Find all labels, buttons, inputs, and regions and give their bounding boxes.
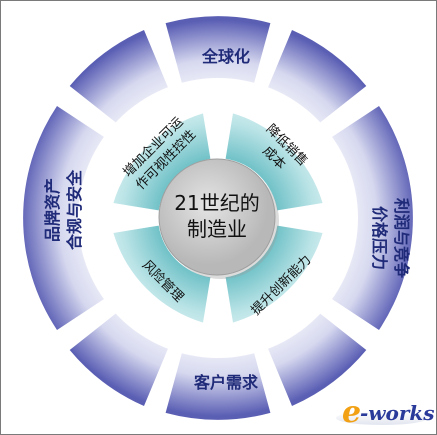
outer-label-bottom: 客户需求 bbox=[194, 373, 259, 392]
inner-ring bbox=[113, 113, 323, 323]
logo-text-works: -works bbox=[360, 401, 435, 425]
outer-label-right-line1: 利润与竞争 bbox=[392, 198, 411, 278]
inner-segment-top-left bbox=[113, 113, 211, 211]
outer-label-left-line1: 品牌资产 bbox=[43, 178, 62, 242]
eworks-logo: e -works bbox=[336, 395, 435, 430]
inner-segment-bottom-right bbox=[225, 225, 323, 323]
logo-letter-e: e bbox=[342, 395, 361, 430]
logo-swoosh bbox=[336, 411, 428, 425]
inner-segment-top-right bbox=[225, 113, 323, 211]
center-title-line2: 制造业 bbox=[187, 217, 247, 241]
outer-label-right-line2: 价格压力 bbox=[370, 206, 389, 270]
outer-label-left-line2: 合规与安全 bbox=[65, 169, 84, 250]
center-title-line1: 21世纪的 bbox=[174, 191, 259, 215]
center-hub bbox=[158, 158, 276, 276]
outer-label-top: 全球化 bbox=[201, 47, 250, 66]
inner-segment-bottom-left bbox=[113, 225, 211, 323]
